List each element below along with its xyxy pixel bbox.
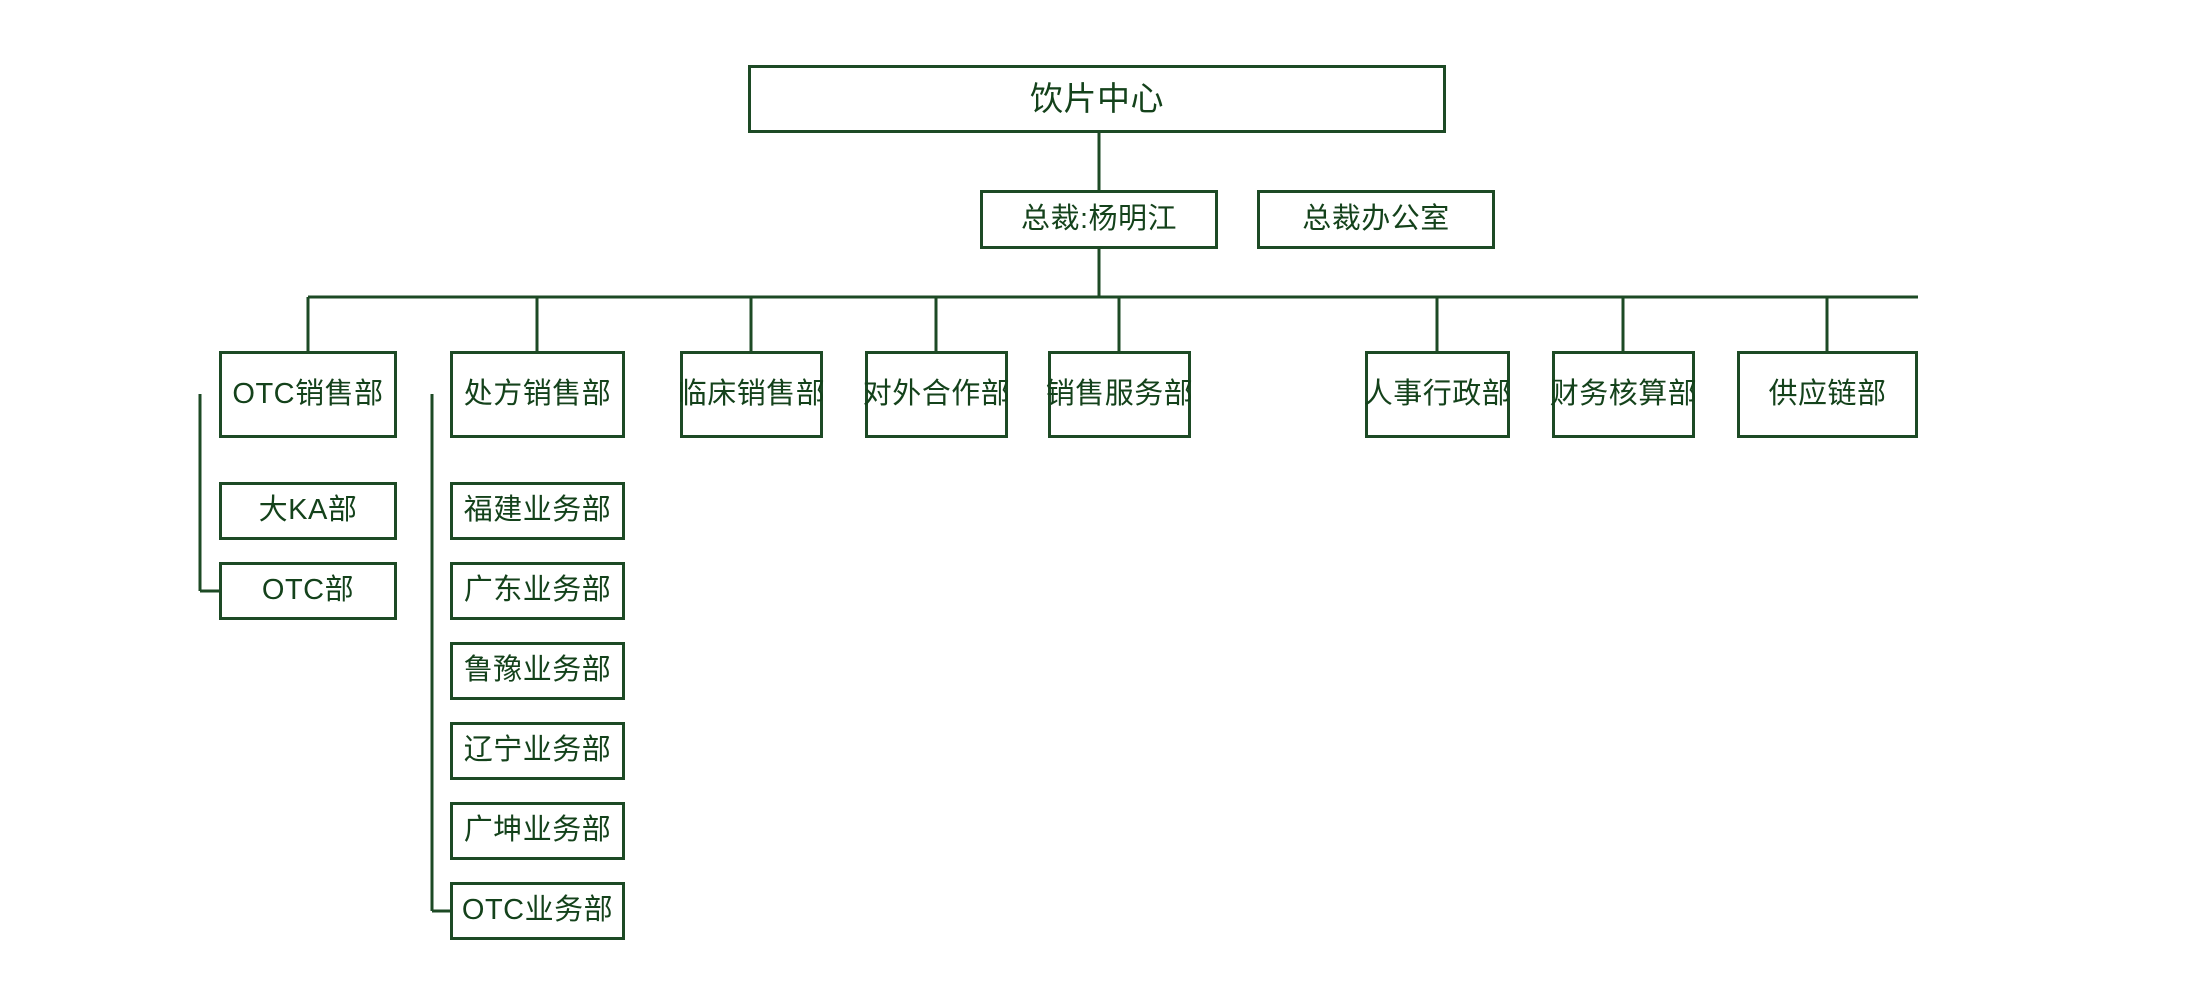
node-otc-child-label: 大KA部	[258, 494, 358, 527]
node-department-label: 处方销售部	[463, 377, 612, 410]
node-department-6[interactable]: 人事行政部	[1363, 351, 1512, 438]
node-executive-label: 总裁:杨明江	[1020, 202, 1178, 235]
node-rx-child-label: OTC业务部	[461, 894, 614, 927]
node-department-label: 临床销售部	[677, 377, 826, 410]
node-department-4[interactable]: 对外合作部	[862, 351, 1011, 438]
node-executive-2[interactable]: 总裁办公室	[1257, 190, 1495, 249]
node-department-5[interactable]: 销售服务部	[1045, 351, 1194, 438]
node-department-8[interactable]: 供应链部	[1737, 351, 1918, 438]
node-department-7[interactable]: 财务核算部	[1549, 351, 1698, 438]
node-executive-label: 总裁办公室	[1302, 202, 1450, 235]
node-otc-child-2[interactable]: OTC部	[219, 562, 397, 620]
node-otc-child-label: OTC部	[261, 574, 355, 607]
node-rx-child-5[interactable]: 广坤业务部	[450, 802, 625, 860]
node-rx-child-2[interactable]: 广东业务部	[450, 562, 625, 620]
node-rx-child-label: 福建业务部	[463, 494, 612, 527]
node-department-1[interactable]: OTC销售部	[219, 351, 397, 438]
node-department-2[interactable]: 处方销售部	[450, 351, 625, 438]
node-rx-child-6[interactable]: OTC业务部	[450, 882, 625, 940]
node-department-label: 人事行政部	[1363, 377, 1512, 410]
node-department-label: OTC销售部	[232, 377, 384, 410]
node-rx-child-4[interactable]: 辽宁业务部	[450, 722, 625, 780]
node-department-3[interactable]: 临床销售部	[677, 351, 826, 438]
node-executive-1[interactable]: 总裁:杨明江	[980, 190, 1218, 249]
node-department-label: 对外合作部	[862, 377, 1011, 410]
node-rx-child-3[interactable]: 鲁豫业务部	[450, 642, 625, 700]
node-root[interactable]: 饮片中心	[748, 65, 1446, 133]
node-rx-child-1[interactable]: 福建业务部	[450, 482, 625, 540]
node-department-label: 销售服务部	[1045, 377, 1194, 410]
node-department-label: 财务核算部	[1549, 377, 1698, 410]
node-rx-child-label: 鲁豫业务部	[463, 654, 612, 687]
node-root-label: 饮片中心	[1030, 79, 1164, 117]
node-otc-child-1[interactable]: 大KA部	[219, 482, 397, 540]
node-rx-child-label: 广东业务部	[463, 574, 612, 607]
node-rx-child-label: 辽宁业务部	[463, 734, 612, 767]
node-department-label: 供应链部	[1768, 377, 1887, 410]
node-rx-child-label: 广坤业务部	[463, 814, 612, 847]
